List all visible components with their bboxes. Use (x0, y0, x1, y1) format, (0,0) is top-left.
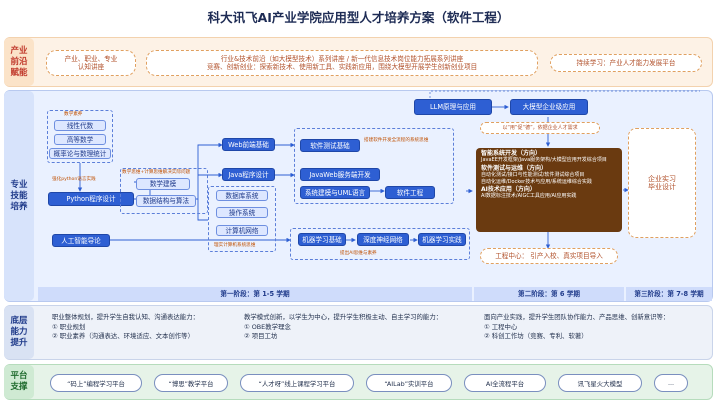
note-sys: 理实计算机系统思维 (214, 243, 256, 248)
node-uml: 系统建模与UML语言 (300, 186, 370, 199)
bottom-band (4, 305, 713, 360)
node-sw-test-basic: 软件测试基础 (300, 139, 360, 152)
frontier-lectures: 产业、职业、专业 认知讲座 (46, 50, 136, 76)
bottom-col-3: 面向产业实践，提升学生团队协作能力、产品思维、创新意识等： ① 工程中心 ② 科… (484, 313, 706, 342)
bottom-col-1: 职业整体规划，提升学生自我认知、沟通表达能力： ① 职业规划 ② 职业素养（沟通… (52, 313, 232, 342)
math-group (47, 110, 113, 163)
note-ai-base: 提出AI思维与素养 (340, 251, 377, 256)
bottom-3-item-1: ① 工程中心 (484, 322, 518, 331)
note-web-test: 搭建软件开发全流程的系统思维 (364, 138, 429, 143)
practice-box: 企业实习 毕业设计 (628, 128, 696, 238)
label-skills: 专业 技能 培养 (4, 91, 34, 301)
bottom-1-item-1: ① 职业规划 (52, 322, 86, 331)
note-llm-bridge: 以“用”促“德”，依据企业人才需求 (480, 122, 600, 134)
platform-boss: “博思”教学平台 (154, 374, 228, 392)
node-llm-app: 大模型企业级应用 (510, 99, 588, 115)
direction-3: AI技术应用（方向） (481, 186, 536, 194)
platform-rencai: “人才呀”线上课程学习平台 (240, 374, 354, 392)
bottom-col-2: 教学模式创新，以学生为中心，提升学生积极主动、自主学习的能力： ① OBE教学理… (244, 313, 466, 342)
node-math-model: 数学建模 (136, 178, 190, 190)
node-llm-theory: LLM原理与应用 (414, 99, 492, 115)
note-python: 强化python语言实践 (52, 177, 96, 182)
bottom-1-head: 职业整体规划，提升学生自我认知、沟通表达能力： (52, 313, 199, 321)
bottom-2-head: 教学模式创新，以学生为中心，提升学生积极主动、自主学习的能力： (244, 313, 443, 321)
bottom-1-item-2: ② 职业素养（沟通表达、环境适应、文本创作等） (52, 332, 194, 341)
platform-ailab: “AILab”实训平台 (366, 374, 452, 392)
sys-group (208, 186, 276, 252)
ml-group (290, 228, 470, 260)
page-title: 科大讯飞AI产业学院应用型人才培养方案（软件工程） (207, 10, 510, 25)
bottom-2-item-1: ① OBE教学理念 (244, 322, 291, 331)
node-javaweb: JavaWeb服务端开发 (300, 168, 380, 181)
bottom-2-item-2: ② 项目工坊 (244, 332, 278, 341)
platform-more: ... (654, 374, 688, 392)
math-calculus: 高等数学 (54, 134, 106, 145)
node-java: Java程序设计 (222, 168, 275, 181)
frontier-continuous: 持续学习：产业人才能力发展平台 (550, 54, 702, 72)
stage-3: 第三阶段：第 7-8 学期 (626, 287, 712, 301)
note-data-algo: 数学思维+计算思维解决实际问题 (122, 170, 191, 175)
node-os: 操作系统 (216, 207, 268, 218)
direction-3-desc: AI数据标注技术/AIGC工具应用/AI应用实践 (481, 193, 577, 200)
test-group (294, 128, 454, 204)
frontier-tech: 行业&技术前沿（如大模型技术）系列讲座 / 新一代信息技术岗位能力拓展系列讲座 … (146, 50, 538, 76)
platform-ai-flow: AI全流程平台 (464, 374, 546, 392)
node-db: 数据库系统 (216, 190, 268, 201)
label-bottom: 底层 能力 提升 (4, 306, 34, 359)
node-ml: 机器学习基础 (298, 233, 346, 246)
direction-1-desc: JavaEE开发框架/Java服务架构/大模型应用开发综合项目 (481, 157, 607, 164)
label-frontier: 产业 前沿 赋能 (4, 38, 34, 86)
node-web-basic: Web前端基础 (222, 138, 275, 151)
work-center: 工程中心： 引产入校、真实项目导入 (480, 248, 618, 264)
platform-spark: 讯飞星火大模型 (558, 374, 642, 392)
label-platform: 平台 支撑 (4, 365, 34, 399)
math-linear-algebra: 线性代数 (54, 120, 106, 131)
node-ai-intro: 人工智能导论 (52, 234, 110, 247)
node-ds-algo: 数据结构与算法 (136, 195, 196, 207)
direction-1: 智能系统开发（方向） (481, 150, 542, 157)
directions-box: 智能系统开发（方向） JavaEE开发框架/Java服务架构/大模型应用开发综合… (476, 148, 622, 232)
node-dl: 深度神经网络 (357, 233, 409, 246)
stage-2: 第二阶段：第 6 学期 (474, 287, 624, 301)
node-swe: 软件工程 (385, 186, 435, 199)
stage-1: 第一阶段：第 1-5 学期 (38, 287, 472, 301)
bottom-3-head: 面向产业实践，提升学生团队协作能力、产品思维、创新意识等： (484, 313, 670, 321)
direction-2-desc: 自动化测试/接口与性能测试/软件测试综合项目 自动化运维/Docker技术与应用… (481, 172, 592, 185)
node-python: Python程序设计 (48, 192, 134, 206)
math-probability: 概率论与数理统计 (49, 148, 111, 159)
bottom-3-item-2: ② 科创工作坊（竞赛、专利、软著） (484, 332, 588, 341)
algo-group (120, 168, 208, 214)
node-net: 计算机网络 (216, 225, 268, 236)
direction-2: 软件测试与运维（方向） (481, 164, 548, 172)
node-ml-practice: 机器学习实践 (418, 233, 466, 246)
platform-coding: “码上”编程学习平台 (50, 374, 142, 392)
math-header: 数学素养 (64, 112, 83, 117)
